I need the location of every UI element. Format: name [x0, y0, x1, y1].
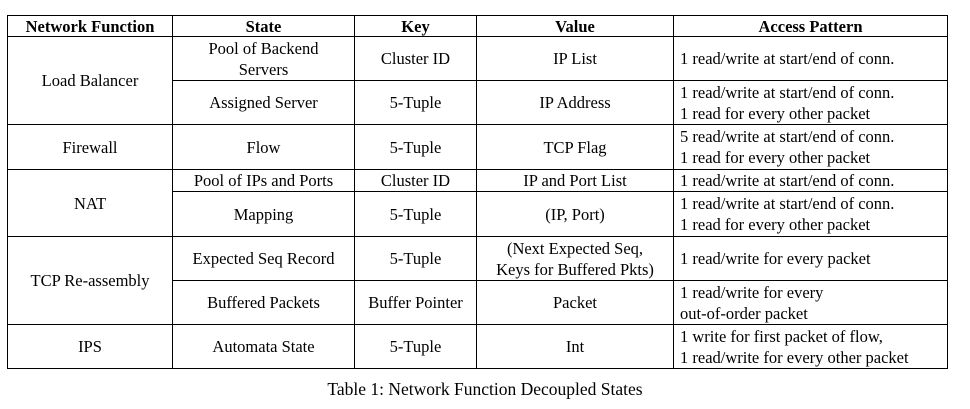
- cell-key: Cluster ID: [354, 169, 477, 192]
- table-row: TCP Re-assembly Expected Seq Record 5-Tupl…: [7, 236, 948, 325]
- cell-value-line: IP List: [553, 49, 597, 68]
- cell-key: 5-Tuple: [354, 236, 477, 281]
- cell-value-line: Int: [565, 337, 585, 356]
- cell-access-pattern: 1 read/write for every packet: [673, 236, 948, 281]
- cell-network-function: Firewall: [7, 124, 173, 170]
- cell-access-pattern-line: 1 read/write at start/end of conn.: [680, 171, 895, 190]
- table-row: NAT Pool of IPs and Ports Cluster ID IP and…: [7, 169, 948, 237]
- cell-network-function: IPS: [7, 324, 173, 369]
- cell-key: 5-Tuple: [354, 191, 477, 237]
- cell-access-pattern-line: 1 read for every other packet: [680, 148, 871, 167]
- cell-network-function: Load Balancer: [7, 36, 173, 125]
- cell-key: Buffer Pointer: [354, 280, 477, 325]
- cell-state: Pool of IPs and Ports: [172, 169, 355, 192]
- cell-access-pattern-line: 1 read for every other packet: [680, 215, 871, 234]
- cell-state: Flow: [172, 124, 355, 170]
- cell-value: IP Address: [476, 80, 674, 125]
- header-key: Key: [354, 15, 477, 37]
- cell-state-line: Flow: [246, 137, 281, 157]
- cell-access-pattern: 1 read/write at start/end of conn.: [673, 36, 948, 81]
- cell-state: Mapping: [172, 191, 355, 237]
- cell-value: IP and Port List: [476, 169, 674, 192]
- cell-access-pattern: 1 read/write at start/end of conn. 1 read…: [673, 191, 948, 237]
- cell-access-pattern-line: 1 read/write for every other packet: [680, 347, 909, 367]
- cell-state-line: Mapping: [233, 204, 294, 224]
- cell-state-line: Automata State: [212, 337, 315, 356]
- cell-network-function: TCP Re-assembly: [7, 236, 173, 325]
- cell-access-pattern-line: 1 read for every other packet: [680, 103, 871, 123]
- cell-value-line: Packet: [553, 293, 597, 312]
- cell-value-line: (IP, Port): [545, 204, 605, 224]
- cell-state: Automata State: [172, 324, 355, 369]
- cell-access-pattern-line: 1 read/write at start/end of conn.: [680, 194, 895, 213]
- cell-state-line: Assigned Server: [209, 93, 318, 112]
- cell-access-pattern: 1 write for first packet of flow,1 read/…: [673, 324, 948, 369]
- header-network-function: Network Function: [7, 15, 173, 37]
- cell-value-line: TCP Flag: [543, 137, 607, 157]
- table-row: IPS Automata State 5-Tuple Int 1 write for f…: [7, 324, 948, 369]
- cell-network-function: NAT: [7, 169, 173, 237]
- header-row: Network Function State Key Value Access …: [7, 15, 948, 37]
- table-header: Network Function State Key Value Access …: [7, 15, 948, 37]
- cell-access-pattern-line: 1 write for first packet of flow,: [680, 326, 883, 346]
- cell-access-pattern-line: 5 read/write at start/end of conn.: [680, 127, 895, 146]
- cell-state-line: Servers: [238, 59, 289, 79]
- cell-key: Cluster ID: [354, 36, 477, 81]
- table-row: Assigned Server 5-Tuple IP Address 1 read/w…: [8, 80, 948, 125]
- table-caption: Table 1: Network Function Decoupled Stat…: [327, 379, 643, 399]
- header-access-pattern: Access Pattern: [673, 15, 948, 37]
- cell-value: (Next Expected Seq,Keys for Buffered Pkt…: [476, 236, 674, 281]
- cell-value: (IP, Port): [476, 191, 674, 237]
- table-row: Mapping 5-Tuple (IP, Port) 1 read/write at …: [8, 191, 948, 237]
- cell-state-line: Pool of IPs and Ports: [193, 171, 334, 190]
- cell-access-pattern-line: 1 read/write at start/end of conn.: [680, 49, 895, 68]
- header-value: Value: [476, 15, 674, 37]
- header-state: State: [172, 15, 355, 37]
- cell-state-line: Expected Seq Record: [192, 249, 335, 268]
- cell-value-line: (Next Expected Seq,: [506, 238, 644, 258]
- table-row: Firewall Flow 5-Tuple TCP Flag 5 read/write …: [7, 124, 948, 170]
- cell-state-line: Buffered Packets: [207, 293, 320, 312]
- cell-access-pattern-line: 1 read/write for every: [680, 282, 824, 302]
- cell-state: Expected Seq Record: [172, 236, 355, 281]
- cell-access-pattern-line: 1 read/write at start/end of conn.: [680, 82, 895, 102]
- cell-access-pattern: 1 read/write at start/end of conn.1 read…: [673, 80, 948, 125]
- cell-value: Int: [476, 324, 674, 369]
- cell-value-line: IP and Port List: [523, 171, 627, 190]
- cell-state: Assigned Server: [172, 80, 355, 125]
- network-function-states-table: Network Function State Key Value Access …: [7, 15, 948, 369]
- cell-key: 5-Tuple: [354, 80, 477, 125]
- cell-value: TCP Flag: [476, 124, 674, 170]
- cell-value-line: IP Address: [539, 93, 611, 112]
- cell-state: Buffered Packets: [172, 280, 355, 325]
- cell-access-pattern: 5 read/write at start/end of conn. 1 read…: [673, 124, 948, 170]
- cell-value-line: Keys for Buffered Pkts): [496, 259, 654, 279]
- cell-access-pattern-line: 1 read/write for every packet: [680, 249, 871, 268]
- cell-value: IP List: [476, 36, 674, 81]
- cell-key: 5-Tuple: [354, 124, 477, 170]
- cell-state-line: Pool of Backend: [208, 38, 319, 58]
- cell-key: 5-Tuple: [354, 324, 477, 369]
- cell-access-pattern: 1 read/write at start/end of conn.: [673, 169, 948, 192]
- cell-access-pattern-line: out-of-order packet: [680, 303, 808, 323]
- cell-value: Packet: [476, 280, 674, 325]
